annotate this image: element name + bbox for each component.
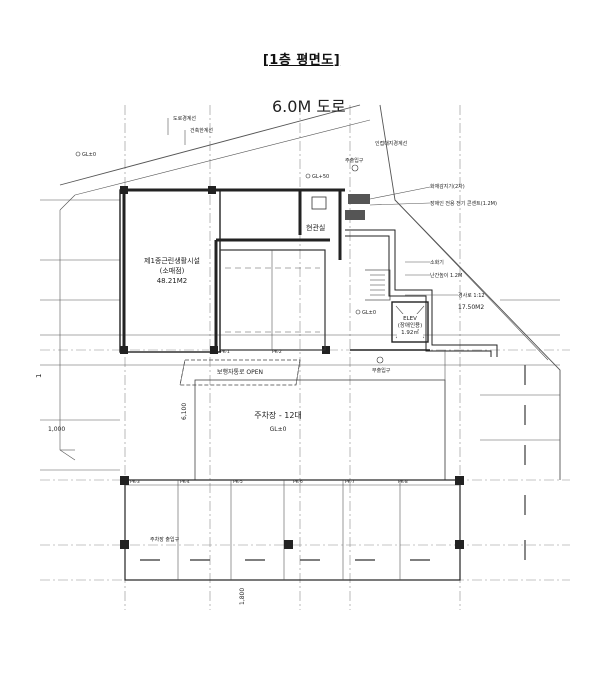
dim-bottom: 1,800 xyxy=(239,588,246,605)
dim-left: 1,000 xyxy=(48,426,65,433)
note: 인접대지경계선 xyxy=(375,140,408,147)
elevator: ELEV (장애인용) 1.92㎡ xyxy=(391,301,429,343)
parking-label: 주차장 - 12대 xyxy=(254,410,302,420)
ramp-walls xyxy=(345,229,498,357)
notes-top: 도로경계선 건축한계선 인접대지경계선 주출입구 부출입구 xyxy=(167,115,408,374)
retail-room-area: 48.21M2 xyxy=(157,277,188,285)
parking-stalls xyxy=(120,476,464,581)
level-marks: GL±0 GL+50 GL±0 xyxy=(75,151,376,316)
dim-height: 6,100 xyxy=(181,403,188,420)
column-label: PK-1 xyxy=(220,349,230,355)
notes-right: 화재감지기(2차) 장애인 전용 전기 콘센트(1.2M) 소화기 난간높이 1… xyxy=(364,183,497,299)
middle-block xyxy=(219,249,326,351)
column-label: PK-3 xyxy=(130,479,140,485)
note: 부출입구 xyxy=(372,367,391,374)
level-mark: GL+50 xyxy=(312,174,329,180)
elevator-code: ELEV xyxy=(403,316,417,322)
site-boundary xyxy=(59,104,561,480)
note: 난간높이 1.2M xyxy=(430,272,462,279)
retail-room: 제1종근린생활시설 (소매점) 48.21M2 xyxy=(119,186,330,354)
column-labels: PK-1 PK-2 PK-3 PK-4 PK-5 PK-6 PK-7 PK-8 xyxy=(130,349,408,485)
note: 화재감지기(2차) xyxy=(430,183,465,190)
bottom-note: 주차장 출입구 xyxy=(150,536,180,543)
level-mark: GL±0 xyxy=(82,152,96,158)
road-label: 6.0M 도로 xyxy=(272,97,346,116)
note: 도로경계선 xyxy=(173,115,196,122)
column-label: PK-6 xyxy=(293,479,303,485)
retail-room-name: 제1종근린생활시설 xyxy=(144,256,200,265)
column-label: PK-5 xyxy=(233,479,243,485)
level-mark: GL±0 xyxy=(362,310,376,316)
elevator-area: 1.92㎡ xyxy=(401,328,419,336)
corridor-open: 보행자통로 OPEN xyxy=(179,359,301,386)
note: 경사로 1:12 xyxy=(458,292,485,299)
entrance-label: 현관실 xyxy=(306,223,325,232)
column-label: PK-2 xyxy=(272,349,282,355)
note: 장애인 전용 전기 콘센트(1.2M) xyxy=(430,200,497,207)
note: 소화기 xyxy=(430,259,444,266)
shaft-area: 17.50M2 xyxy=(458,304,484,311)
drawing-title: [1층 평면도] xyxy=(262,53,341,68)
stair-core: 현관실 xyxy=(295,188,391,301)
column-label: PK-7 xyxy=(345,479,355,485)
grid-mark: 1 xyxy=(35,374,43,378)
elevator-name: (장애인용) xyxy=(398,321,423,329)
grid-lines xyxy=(40,105,570,610)
column-label: PK-4 xyxy=(180,479,190,485)
note: 주출입구 xyxy=(345,157,364,164)
column-label: PK-8 xyxy=(398,479,408,485)
parking-level: GL±0 xyxy=(270,426,287,433)
note: 건축한계선 xyxy=(190,127,213,134)
retail-room-use: (소매점) xyxy=(160,267,185,275)
corridor-note: 보행자통로 OPEN xyxy=(217,368,263,376)
